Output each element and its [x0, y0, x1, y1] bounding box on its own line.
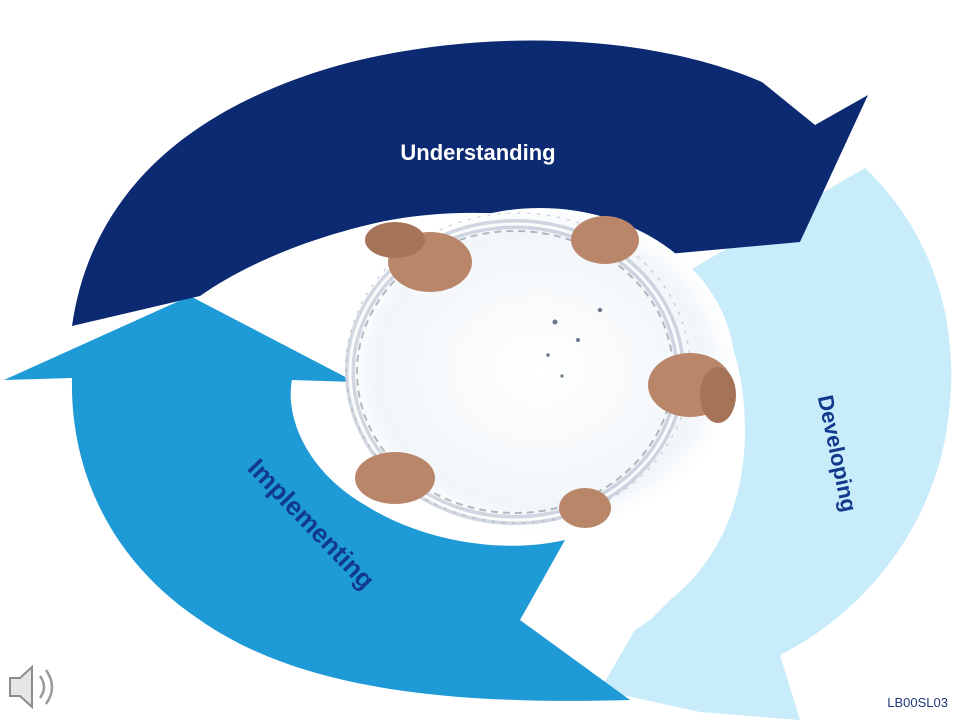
understanding-label: Understanding	[400, 140, 555, 165]
water-ring-hands-image	[345, 208, 736, 532]
implementing-arrow	[4, 296, 630, 701]
understanding-arrow	[72, 40, 868, 326]
hand-bottom	[559, 488, 611, 528]
hand-right	[648, 353, 736, 423]
speaker-icon[interactable]	[9, 664, 54, 710]
developing-arrow	[600, 168, 952, 720]
slide-code: LB00SL03	[887, 695, 948, 710]
hand-top-right	[571, 216, 639, 264]
hand-top-left	[365, 222, 472, 292]
hand-bottom-left	[355, 452, 435, 504]
